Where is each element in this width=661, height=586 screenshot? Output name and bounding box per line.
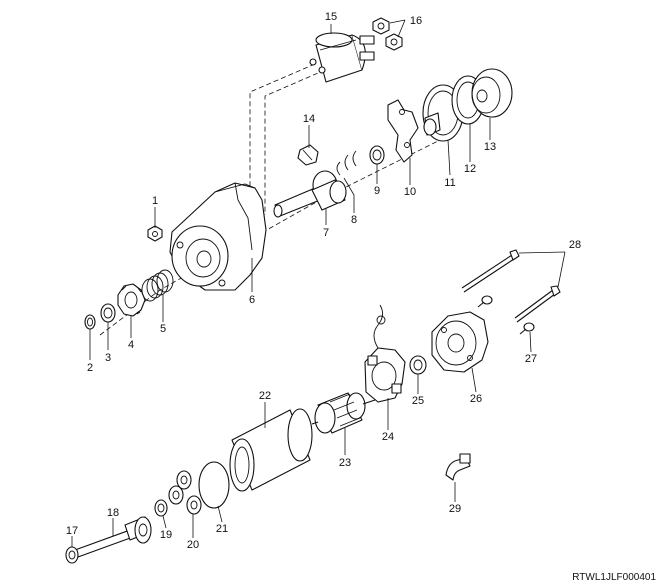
callout-18: 18 <box>107 507 119 519</box>
part-17-washer <box>65 546 79 564</box>
part-4-pinion <box>117 283 146 317</box>
callout-11: 11 <box>444 177 455 189</box>
callout-20: 20 <box>187 539 199 551</box>
leader-lines <box>71 19 566 547</box>
part-25-bushing <box>409 355 427 375</box>
part-8-rings <box>336 150 357 176</box>
callout-1: 1 <box>152 195 158 207</box>
callout-29: 29 <box>449 503 461 515</box>
callout-labels: 1 2 3 4 5 6 7 8 9 10 11 12 13 14 15 16 1… <box>66 11 657 583</box>
callout-6: 6 <box>249 294 255 306</box>
figure-code: RTWL1JLF000401 <box>572 572 656 583</box>
part-19-washer <box>154 499 168 517</box>
callout-25: 25 <box>412 395 424 407</box>
callout-24: 24 <box>382 431 394 443</box>
callout-13: 13 <box>484 141 496 153</box>
callout-7: 7 <box>323 227 329 239</box>
part-26-rear-bracket <box>431 311 489 373</box>
callout-16: 16 <box>410 15 422 27</box>
part-13-cap <box>471 68 513 118</box>
callout-19: 19 <box>160 529 172 541</box>
part-9-washer <box>369 145 385 165</box>
callout-15: 15 <box>325 11 337 23</box>
callout-10: 10 <box>404 186 416 198</box>
part-28-bolts <box>461 249 561 323</box>
alignment-lines <box>99 63 441 336</box>
callout-14: 14 <box>303 113 315 125</box>
callout-4: 4 <box>128 339 134 351</box>
callout-17: 17 <box>66 525 78 537</box>
part-29-grommet <box>445 453 471 481</box>
callout-5: 5 <box>160 323 166 335</box>
part-10-plate <box>387 99 419 163</box>
callout-8: 8 <box>351 214 357 226</box>
part-2-clip <box>84 314 96 330</box>
part-1-nut <box>147 225 163 242</box>
callout-3: 3 <box>105 352 111 364</box>
callout-21: 21 <box>216 523 228 535</box>
part-22-yoke <box>229 408 313 492</box>
part-23-armature <box>311 392 376 434</box>
callout-22: 22 <box>259 390 271 402</box>
callout-28: 28 <box>569 239 581 251</box>
part-21-plate <box>198 461 230 509</box>
callout-9: 9 <box>374 185 380 197</box>
part-24-brush-holder <box>364 304 406 403</box>
part-27-screws <box>477 295 535 335</box>
part-20-gears <box>168 470 202 515</box>
callout-23: 23 <box>339 457 351 469</box>
part-16-nuts <box>372 17 403 51</box>
part-15-solenoid <box>309 32 375 83</box>
callout-27: 27 <box>525 353 537 365</box>
part-7-shaft <box>273 170 347 218</box>
part-14-lever <box>297 144 319 166</box>
part-3-collar <box>100 303 116 323</box>
part-6-housing <box>169 182 267 291</box>
callout-2: 2 <box>87 362 93 374</box>
callout-12: 12 <box>464 163 476 175</box>
callout-26: 26 <box>470 393 482 405</box>
part-5-spring <box>141 269 174 302</box>
